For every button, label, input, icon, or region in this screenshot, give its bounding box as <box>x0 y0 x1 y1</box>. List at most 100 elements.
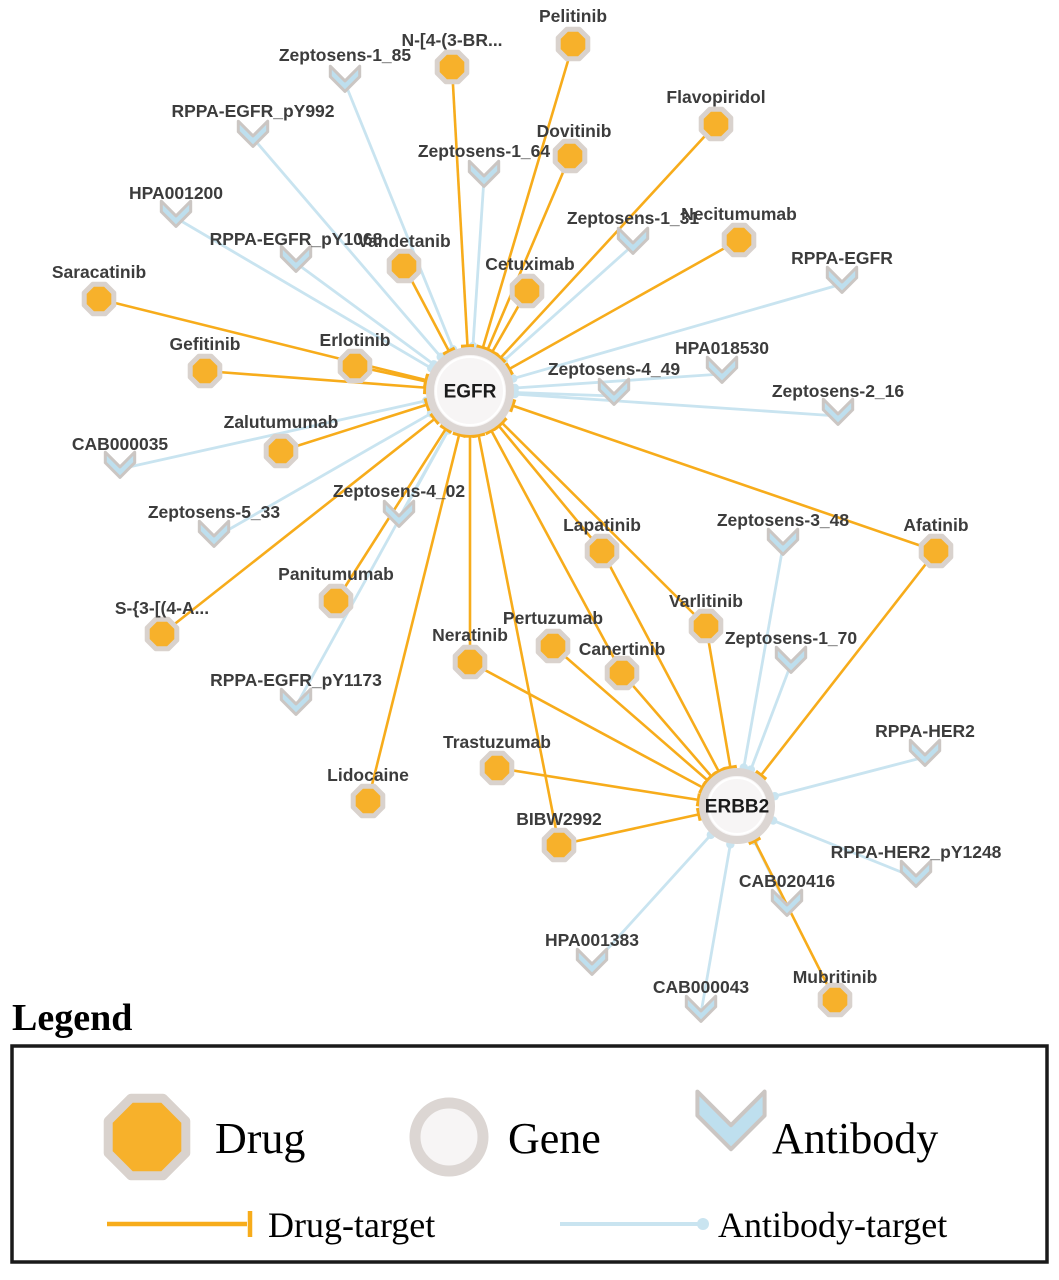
drug-node[interactable] <box>688 608 724 644</box>
antibody-node[interactable] <box>103 450 137 479</box>
drug-target-edge <box>512 404 937 553</box>
drug-node[interactable] <box>584 533 620 569</box>
drug-node[interactable] <box>541 827 577 863</box>
antibody-chevron-icon <box>684 994 718 1023</box>
drug-target-edge <box>600 550 720 773</box>
drug-node[interactable] <box>535 628 571 664</box>
drug-node[interactable] <box>81 281 117 317</box>
antibody-node[interactable] <box>197 519 231 548</box>
drug-octagon-icon <box>509 273 545 309</box>
drug-octagon-icon <box>721 222 757 258</box>
antibody-node[interactable] <box>328 64 362 93</box>
drug-node[interactable] <box>144 616 180 652</box>
drug-node[interactable] <box>350 783 386 819</box>
antibody-chevron-icon <box>908 738 942 767</box>
drug-target-edges <box>98 43 938 1001</box>
drug-target-tee <box>429 412 441 426</box>
legend-gene-label: Gene <box>508 1114 601 1163</box>
antibody-target-edge <box>514 391 615 398</box>
node-label: Lapatinib <box>563 515 641 535</box>
antibody-node[interactable] <box>908 738 942 767</box>
antibody-target-edge <box>294 429 450 707</box>
drug-target-edge <box>759 550 938 777</box>
drug-target-edge <box>481 43 575 349</box>
drug-target-edge <box>499 123 717 359</box>
antibody-node[interactable] <box>821 397 855 426</box>
gene-node[interactable]: EGFR <box>426 347 514 435</box>
node-label: RPPA-EGFR_pY992 <box>171 101 334 121</box>
drug-target-tee <box>496 416 508 429</box>
drug-node[interactable] <box>817 982 853 1018</box>
drug-node[interactable] <box>698 106 734 142</box>
antibody-node[interactable] <box>597 377 631 406</box>
node-label: CAB000035 <box>72 434 169 454</box>
antibody-chevron-icon <box>467 159 501 188</box>
antibody-node[interactable] <box>899 859 933 888</box>
node-label: Zeptosens-2_16 <box>772 381 905 401</box>
drug-node[interactable] <box>509 273 545 309</box>
node-label: Varlitinib <box>669 591 743 611</box>
node-label: Mubritinib <box>793 967 878 987</box>
drug-node[interactable] <box>604 655 640 691</box>
antibody-node[interactable] <box>825 265 859 294</box>
drug-target-tee <box>723 764 738 771</box>
antibody-node[interactable] <box>705 355 739 384</box>
drug-target-edge <box>204 369 426 389</box>
node-label: Dovitinib <box>537 121 612 141</box>
drug-node[interactable] <box>552 138 588 174</box>
antibody-node[interactable] <box>236 119 270 148</box>
antibody-chevron-icon <box>766 527 800 556</box>
drug-octagon-icon <box>918 533 954 569</box>
node-label: Zeptosens-1_85 <box>279 45 412 65</box>
drug-node[interactable] <box>721 222 757 258</box>
nodes: EGFR ERBB2 <box>81 26 954 1023</box>
antibody-chevron-icon <box>575 947 609 976</box>
antibody-node[interactable] <box>279 244 313 273</box>
drug-octagon-icon <box>337 348 373 384</box>
drug-target-edge <box>469 660 704 789</box>
drug-node[interactable] <box>337 348 373 384</box>
drug-node[interactable] <box>263 433 299 469</box>
antibody-node[interactable] <box>766 527 800 556</box>
drug-target-tee <box>442 346 456 356</box>
antibody-node[interactable] <box>279 687 313 716</box>
antibody-node[interactable] <box>575 947 609 976</box>
drug-node[interactable] <box>918 533 954 569</box>
drug-octagon-icon <box>386 248 422 284</box>
drug-node[interactable] <box>555 26 591 62</box>
node-label: HPA001383 <box>545 930 639 950</box>
antibody-node[interactable] <box>774 645 808 674</box>
antibody-node[interactable] <box>684 994 718 1023</box>
antibody-target-edge <box>699 844 732 1014</box>
drug-node[interactable] <box>187 353 223 389</box>
drug-octagon-icon <box>318 583 354 619</box>
drug-target-tee <box>702 774 714 787</box>
gene-label: EGFR <box>444 382 497 403</box>
antibody-node[interactable] <box>467 159 501 188</box>
antibody-target-edge <box>514 392 839 418</box>
node-label: Canertinib <box>579 639 666 659</box>
drug-octagon-icon <box>552 138 588 174</box>
drug-target-edge <box>280 403 428 453</box>
drug-target-edge <box>500 421 707 627</box>
node-label: RPPA-EGFR <box>791 248 893 268</box>
drug-target-tee <box>422 374 430 389</box>
node-label: Zeptosens-4_49 <box>548 359 681 379</box>
antibody-node[interactable] <box>159 199 193 228</box>
drug-node[interactable] <box>452 644 488 680</box>
antibody-node[interactable] <box>770 888 804 917</box>
antibody-node[interactable] <box>616 226 650 255</box>
gene-node[interactable]: ERBB2 <box>699 768 775 844</box>
drug-node[interactable] <box>386 248 422 284</box>
drug-node[interactable] <box>479 750 515 786</box>
drug-node[interactable] <box>318 583 354 619</box>
drug-octagon-icon <box>434 49 470 85</box>
drug-node[interactable] <box>434 49 470 85</box>
antibody-node[interactable] <box>382 499 416 528</box>
drug-octagon-icon <box>604 655 640 691</box>
node-label: Erlotinib <box>320 330 391 350</box>
legend: Legend Drug Gene Antibody Drug-target An… <box>10 997 1049 1264</box>
antibody-chevron-icon <box>616 226 650 255</box>
node-label: Gefitinib <box>170 334 241 354</box>
node-label: Panitumumab <box>278 564 394 584</box>
